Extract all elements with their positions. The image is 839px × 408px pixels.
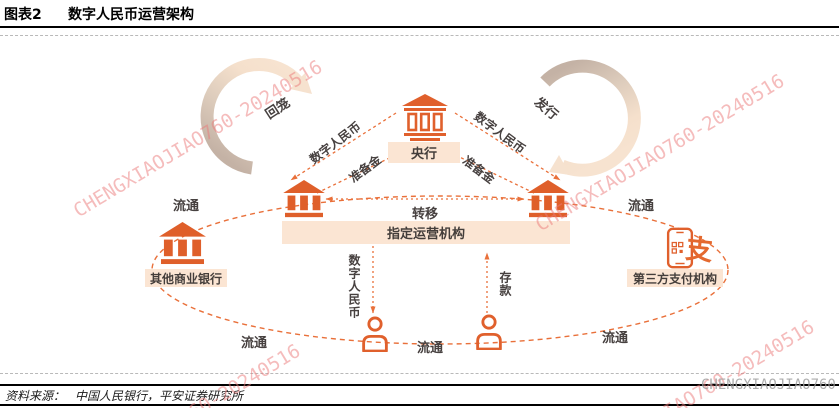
other-commercial-bank-icon: [159, 222, 206, 265]
operator-bank-right-icon: [527, 180, 569, 218]
qr-code-glyph: [671, 241, 684, 254]
other-banks-label: 其他商业银行: [145, 269, 227, 287]
top-dashed-divider: [0, 35, 839, 36]
figure-title: 数字人民币运营架构: [68, 7, 194, 23]
person-right-icon: [476, 314, 502, 350]
circulation-bottom-left-label: 流通: [241, 336, 268, 351]
source-top-rule: [0, 384, 839, 386]
operator-label: 指定运营机构: [282, 221, 570, 244]
reserve-left-label: 准备金: [346, 152, 384, 186]
source-row: 资料来源： 中国人民银行，平安证券研究所: [5, 387, 243, 404]
source-text: 中国人民银行，平安证券研究所: [75, 389, 244, 403]
figure-header: 图表2 数字人民币运营架构: [0, 0, 839, 28]
central-bank-label: 央行: [388, 142, 460, 163]
issue-label: 发行: [530, 94, 561, 124]
circulation-bottom-center-label: 流通: [417, 341, 444, 356]
circulation-bottom-right-label: 流通: [602, 331, 629, 346]
watermark-diagonal-2: CHENGXIAOJIAO760-20240516: [531, 69, 789, 237]
circulation-right-label: 流通: [628, 199, 655, 214]
central-bank-icon: [402, 94, 448, 141]
circulation-left-label: 流通: [173, 199, 200, 214]
watermark-gray-corner: CHENGXIAOJIAO760: [701, 377, 836, 393]
digital-rmb-down-label: 数字人民币: [347, 254, 361, 319]
watermark-diagonal-4: CHENGXIAOJIAO760-20240516: [561, 315, 819, 408]
alipay-logo: 支: [684, 233, 715, 268]
bottom-dashed-divider: [0, 373, 839, 374]
source-bottom-rule: [0, 404, 839, 406]
figure-number: 图表2: [4, 7, 42, 23]
person-left-icon: [362, 316, 388, 352]
deposit-label: 存款: [498, 271, 512, 297]
digital-rmb-left-label: 数字人民币: [307, 119, 364, 167]
reserve-right-label: 准备金: [460, 153, 498, 187]
payment-phone-icon: [666, 227, 694, 269]
transfer-label: 转移: [412, 207, 439, 222]
third-party-label: 第三方支付机构: [627, 269, 723, 287]
operator-bank-left-icon: [283, 180, 325, 218]
source-label: 资料来源：: [5, 389, 66, 403]
digital-rmb-right-label: 数字人民币: [471, 109, 528, 157]
issue-swoosh-arrow: [540, 59, 641, 177]
